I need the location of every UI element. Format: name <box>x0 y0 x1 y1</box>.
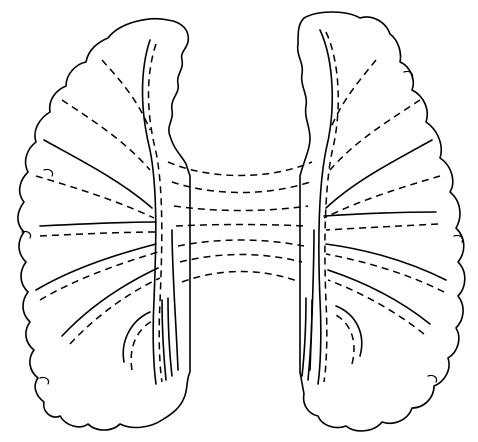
left-sulcus <box>40 377 49 384</box>
left-lower-loop <box>131 320 154 370</box>
left-fan-fiber <box>44 140 152 208</box>
right-fan-fiber <box>330 100 420 170</box>
right-lower-loop <box>336 306 362 356</box>
left-main-tract <box>162 300 166 380</box>
right-hemisphere-outline <box>298 12 465 431</box>
right-main-tract <box>310 230 314 370</box>
left-hemisphere <box>18 19 190 430</box>
left-fan-fiber <box>40 222 156 226</box>
right-fan-fiber <box>328 270 430 324</box>
crossing-fiber <box>182 272 300 283</box>
left-fan-fiber <box>36 176 154 218</box>
left-main-tract <box>172 230 178 370</box>
right-fan-fiber <box>326 244 446 280</box>
crossing-fiber <box>176 225 306 227</box>
left-fan-fiber <box>36 244 156 290</box>
left-fan-fiber <box>70 278 160 344</box>
left-fan-fiber <box>62 100 150 170</box>
left-lower-loop <box>123 312 150 362</box>
right-fan-fiber <box>326 140 432 208</box>
left-sulcus <box>44 169 53 176</box>
right-sulcus <box>454 235 463 242</box>
crossing-fiber <box>174 206 308 211</box>
left-fan-fiber <box>40 232 158 236</box>
right-hemisphere <box>298 12 465 431</box>
right-fan-fiber <box>324 212 436 216</box>
right-lower-loop <box>334 314 354 364</box>
crossing-fiber <box>178 240 304 246</box>
right-fan-fiber <box>328 280 424 334</box>
right-main-tract <box>318 30 332 384</box>
left-main-tract <box>168 298 172 376</box>
left-fan-fiber <box>62 268 158 336</box>
crossing-fiber <box>180 255 302 263</box>
right-fan-fiber <box>326 224 438 230</box>
right-main-tract <box>302 298 306 376</box>
crossing-fiber <box>172 182 310 193</box>
right-sulcus <box>428 375 437 382</box>
right-fan-fiber <box>326 254 444 292</box>
